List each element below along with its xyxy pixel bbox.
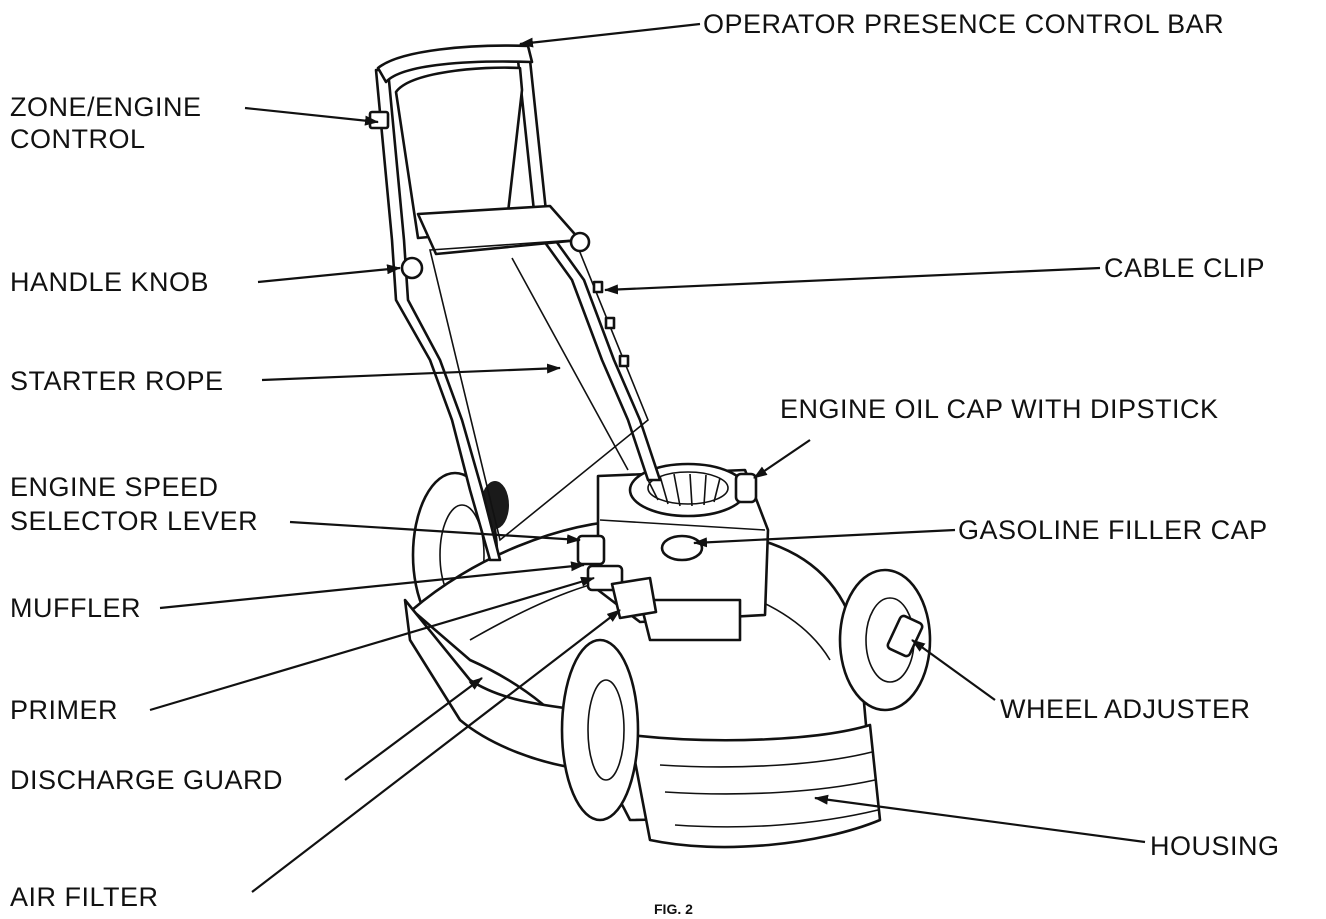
leader-housing <box>814 794 1146 844</box>
skirt-groove-3 <box>674 809 879 828</box>
label-air-filter: AIR FILTER <box>10 882 159 912</box>
leader-zone-engine <box>244 106 379 126</box>
label-engine-oil-cap: ENGINE OIL CAP WITH DIPSTICK <box>780 394 1219 424</box>
leader-starter-rope <box>261 363 561 382</box>
label-engine-speed-line2: SELECTOR LEVER <box>10 506 258 536</box>
handle-top-bar <box>376 44 534 84</box>
leader-gasoline-cap <box>693 528 956 548</box>
label-discharge-guard: DISCHARGE GUARD <box>10 765 283 795</box>
label-zone-engine-control-line1: ZONE/ENGINE <box>10 92 202 122</box>
front-right-wheel <box>838 568 932 712</box>
label-muffler: MUFFLER <box>10 593 141 623</box>
label-starter-rope: STARTER ROPE <box>10 366 224 396</box>
gas-cap <box>660 534 704 562</box>
leader-speed-selector <box>289 520 581 545</box>
label-housing: HOUSING <box>1150 831 1280 861</box>
front-left-wheel-hub <box>587 679 625 781</box>
handle-right-rail <box>516 58 662 482</box>
skirt-groove-1 <box>659 751 873 768</box>
label-handle-knob: HANDLE KNOB <box>10 267 209 297</box>
label-engine-speed-line1: ENGINE SPEED <box>10 472 219 502</box>
zone-control-lever <box>368 110 390 130</box>
label-operator-presence-control-bar: OPERATOR PRESENCE CONTROL BAR <box>703 9 1224 39</box>
leader-air-filter <box>251 609 621 893</box>
skirt-groove-2 <box>664 779 876 795</box>
leader-wheel-adjuster <box>911 639 996 701</box>
oil-cap <box>734 472 758 504</box>
handle-knob-shape <box>400 256 424 280</box>
grass-catcher-bag <box>429 239 649 542</box>
leader-muffler <box>159 561 585 610</box>
label-gasoline-filler-cap: GASOLINE FILLER CAP <box>958 515 1268 545</box>
leader-lines <box>149 22 1146 893</box>
leader-cable-clip <box>604 266 1101 295</box>
label-primer: PRIMER <box>10 695 118 725</box>
leader-discharge-guard <box>344 677 483 781</box>
presence-control-bar <box>394 66 524 240</box>
flywheel-cover-inner <box>647 471 729 505</box>
leader-oil-cap <box>753 439 811 479</box>
mower-illustration <box>368 44 932 849</box>
flywheel-fins <box>647 473 721 507</box>
front-skirt <box>628 723 882 849</box>
label-zone-engine-control-line2: CONTROL <box>10 124 146 154</box>
front-left-wheel <box>560 638 640 822</box>
label-cable-clip: CABLE CLIP <box>1104 253 1265 283</box>
labels: OPERATOR PRESENCE CONTROL BAR ZONE/ENGIN… <box>10 9 1280 917</box>
engine-face-line <box>599 519 766 531</box>
starter-rope-line <box>511 257 629 471</box>
leader-handle-knob <box>257 264 401 284</box>
figure-caption: FIG. 2 <box>654 901 693 917</box>
engine-lower <box>638 598 742 642</box>
air-filter-housing <box>610 576 658 620</box>
leader-primer <box>149 576 595 712</box>
speed-selector <box>576 534 606 566</box>
leader-operator-presence <box>519 22 701 48</box>
handle-knob-right <box>569 231 591 253</box>
cable-clips <box>592 280 630 368</box>
label-wheel-adjuster: WHEEL ADJUSTER <box>1000 694 1251 724</box>
